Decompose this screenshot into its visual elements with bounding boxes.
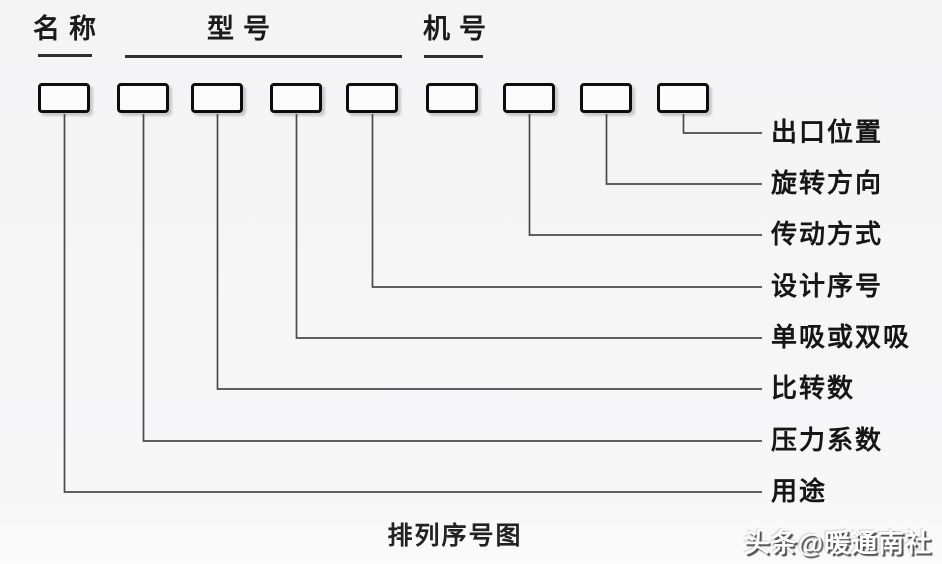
connector-rotation-direction xyxy=(605,114,762,185)
group-label-machine-no: 机号 xyxy=(423,14,495,44)
code-box-6 xyxy=(426,83,478,113)
field-label-outlet-position: 出口位置 xyxy=(771,118,884,147)
code-box-9 xyxy=(657,83,709,113)
connector-specific-speed xyxy=(216,114,762,390)
group-underline-name xyxy=(38,54,92,57)
group-label-name: 名称 xyxy=(33,14,105,44)
code-box-7 xyxy=(503,83,555,113)
field-label-drive-mode: 传动方式 xyxy=(771,220,884,249)
connector-drive-mode xyxy=(528,114,762,236)
field-label-suction-type: 单吸或双吸 xyxy=(771,323,912,352)
field-label-design-serial: 设计序号 xyxy=(771,272,884,301)
field-label-pressure-coefficient: 压力系数 xyxy=(771,426,884,455)
connector-purpose xyxy=(63,114,762,493)
code-box-1 xyxy=(38,83,90,113)
code-box-5 xyxy=(346,83,398,113)
connector-design-serial xyxy=(371,114,762,288)
group-label-model: 型号 xyxy=(207,14,279,44)
connector-outlet-position xyxy=(682,114,762,134)
group-underline-model xyxy=(125,55,402,58)
code-box-4 xyxy=(270,83,322,113)
code-box-3 xyxy=(191,83,243,113)
field-label-purpose: 用途 xyxy=(771,477,828,506)
diagram-caption: 排列序号图 xyxy=(387,522,523,550)
connector-pressure-coefficient xyxy=(142,114,762,442)
code-box-8 xyxy=(580,83,632,113)
field-label-rotation-direction: 旋转方向 xyxy=(771,169,884,198)
group-underline-machine-no xyxy=(424,55,483,58)
code-box-2 xyxy=(117,83,169,113)
connector-suction-type xyxy=(295,114,762,339)
field-label-specific-speed: 比转数 xyxy=(771,374,856,403)
watermark-text: 头条@暖通南社 xyxy=(743,528,932,558)
